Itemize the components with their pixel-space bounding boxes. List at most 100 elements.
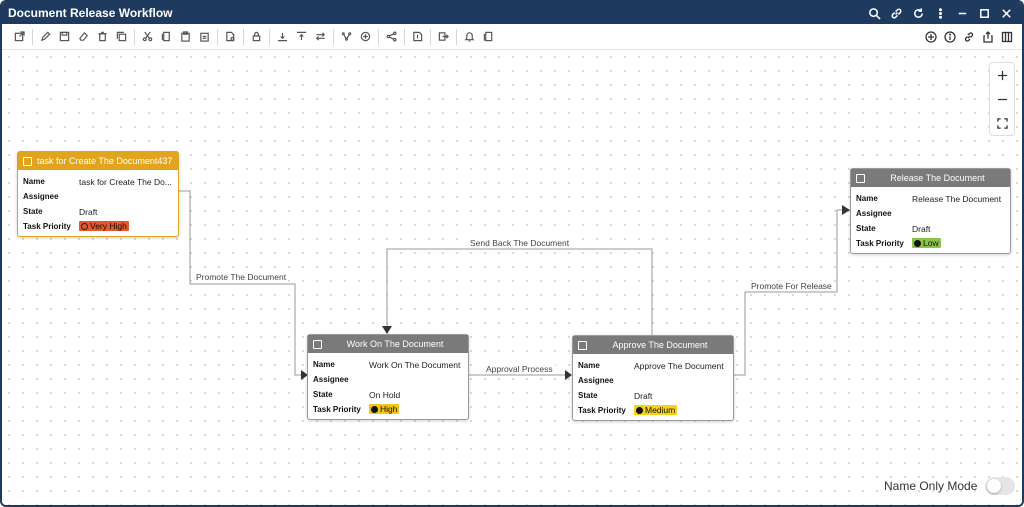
more-vertical-icon[interactable]	[930, 4, 950, 22]
upload-icon[interactable]	[978, 27, 997, 47]
field-label: Task Priority	[578, 406, 626, 415]
node-header: Approve The Document	[573, 336, 733, 354]
priority-value: High	[380, 404, 398, 415]
trash-icon[interactable]	[93, 27, 112, 47]
node-approve-document[interactable]: Approve The Document Name Approve The Doc…	[572, 335, 734, 421]
maximize-icon[interactable]	[974, 4, 994, 22]
field-label: Assignee	[23, 192, 59, 201]
info-icon[interactable]	[940, 27, 959, 47]
field-label: Assignee	[578, 376, 614, 385]
priority-badge: High	[369, 404, 400, 415]
priority-value: Very High	[90, 221, 127, 232]
field-label: State	[578, 391, 598, 400]
field-label: Name	[578, 361, 600, 370]
node-release-document[interactable]: Release The Document Name Release The Doc…	[850, 168, 1011, 254]
clipboard-icon[interactable]	[195, 27, 214, 47]
field-label: Name	[23, 177, 45, 186]
export-icon[interactable]	[434, 27, 453, 47]
field-state-value: Draft	[912, 223, 931, 234]
add-circle-icon[interactable]	[921, 27, 940, 47]
node-title: Work On The Document	[346, 339, 444, 349]
document-copy-icon[interactable]	[479, 27, 498, 47]
node-checkbox[interactable]	[578, 340, 587, 350]
fit-screen-icon[interactable]	[990, 111, 1014, 135]
field-name-value: Approve The Document	[634, 360, 724, 371]
field-label: Task Priority	[856, 239, 904, 248]
field-name-value: task for Create The Do...	[79, 176, 172, 187]
field-label: State	[23, 207, 43, 216]
edge-label-promote-release[interactable]: Promote For Release	[749, 281, 834, 291]
lock-icon[interactable]	[247, 27, 266, 47]
name-only-mode-toggle[interactable]	[985, 477, 1016, 495]
refresh-icon[interactable]	[908, 4, 928, 22]
edge-label-approval-process[interactable]: Approval Process	[484, 364, 555, 374]
minimize-icon[interactable]	[952, 4, 972, 22]
priority-badge: Low	[912, 238, 941, 249]
duplicate-icon[interactable]	[157, 27, 176, 47]
cut-icon[interactable]	[138, 27, 157, 47]
node-title: Release The Document	[890, 173, 985, 183]
columns-icon[interactable]	[997, 27, 1016, 47]
field-state-value: Draft	[634, 390, 653, 401]
node-checkbox[interactable]	[856, 173, 865, 183]
priority-badge: Very High	[79, 221, 129, 232]
link-icon[interactable]	[886, 4, 906, 22]
align-bottom-icon[interactable]	[273, 27, 292, 47]
priority-dot-icon	[371, 405, 378, 413]
close-icon[interactable]	[996, 4, 1016, 22]
toolbar	[2, 24, 1022, 50]
field-label: Name	[313, 360, 335, 369]
field-name-value: Release The Document	[912, 193, 1002, 204]
align-top-icon[interactable]	[292, 27, 311, 47]
field-label: Task Priority	[23, 222, 71, 231]
search-icon[interactable]	[864, 4, 884, 22]
open-external-icon[interactable]	[10, 27, 29, 47]
edit-icon[interactable]	[36, 27, 55, 47]
window-title: Document Release Workflow	[8, 6, 173, 20]
priority-value: Medium	[645, 405, 676, 416]
field-label: Name	[856, 194, 878, 203]
toggle-knob	[987, 479, 1002, 493]
edge-label-promote-document[interactable]: Promote The Document	[194, 272, 289, 282]
branch-icon[interactable]	[337, 27, 356, 47]
eraser-icon[interactable]	[74, 27, 93, 47]
priority-dot-icon	[81, 222, 88, 230]
link-icon[interactable]	[959, 27, 978, 47]
share-icon[interactable]	[382, 27, 401, 47]
title-bar: Document Release Workflow	[2, 2, 1022, 24]
priority-dot-icon	[636, 406, 643, 414]
copy-icon[interactable]	[112, 27, 131, 47]
tag-icon[interactable]	[408, 27, 427, 47]
node-title: task for Create The Document437	[37, 156, 173, 166]
priority-dot-icon	[914, 239, 921, 247]
zoom-in-icon[interactable]	[990, 63, 1014, 87]
node-checkbox[interactable]	[313, 339, 322, 349]
field-label: State	[856, 224, 876, 233]
paste-icon[interactable]	[176, 27, 195, 47]
field-name-value: Work On The Document	[369, 359, 461, 370]
page-settings-icon[interactable]	[221, 27, 240, 47]
field-label: Assignee	[313, 375, 349, 384]
field-state-value: On Hold	[369, 389, 401, 400]
zoom-out-icon[interactable]	[990, 87, 1014, 111]
node-create-document[interactable]: task for Create The Document437 Name task…	[17, 151, 179, 237]
swap-icon[interactable]	[311, 27, 330, 47]
save-icon[interactable]	[55, 27, 74, 47]
name-only-mode: Name Only Mode	[884, 477, 1016, 495]
node-header: Work On The Document	[308, 335, 468, 353]
field-label: State	[313, 390, 333, 399]
node-work-on-document[interactable]: Work On The Document Name Work On The Doc…	[307, 334, 469, 420]
node-header: task for Create The Document437	[18, 152, 178, 170]
workflow-canvas[interactable]	[2, 50, 1022, 505]
zoom-controls	[989, 62, 1015, 136]
node-header: Release The Document	[851, 169, 1010, 187]
add-circle-icon[interactable]	[356, 27, 375, 47]
edge-label-send-back[interactable]: Send Back The Document	[468, 238, 572, 248]
priority-badge: Medium	[634, 405, 678, 416]
field-label: Assignee	[856, 209, 892, 218]
bell-icon[interactable]	[460, 27, 479, 47]
priority-value: Low	[923, 238, 939, 249]
field-state-value: Draft	[79, 206, 98, 217]
node-checkbox[interactable]	[23, 156, 32, 166]
